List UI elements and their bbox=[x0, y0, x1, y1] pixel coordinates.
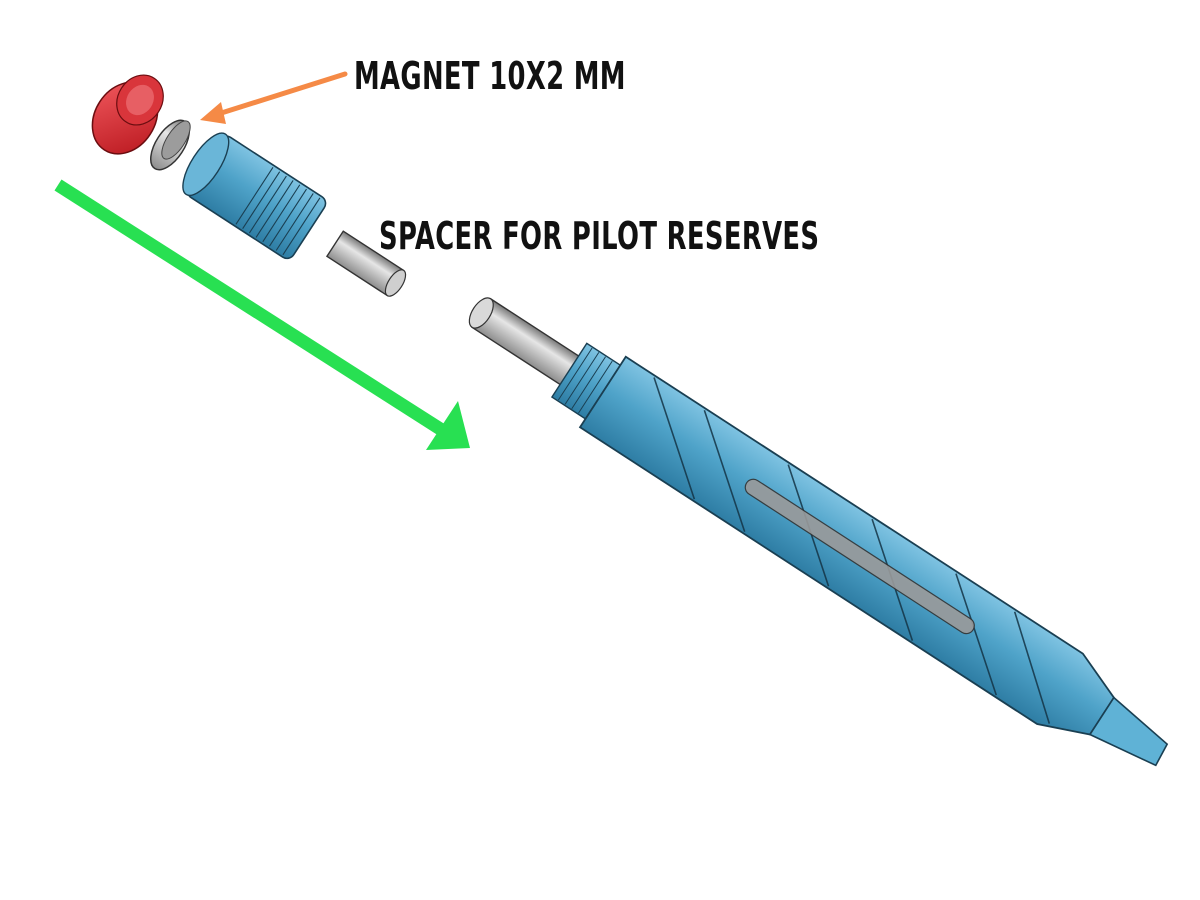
spacer-cylinder bbox=[325, 230, 407, 297]
orange-arrow bbox=[200, 71, 348, 124]
spacer-label: SPACER FOR PILOT RESERVES bbox=[379, 214, 820, 258]
green-arrow bbox=[54, 179, 470, 450]
pen-body bbox=[468, 297, 1169, 767]
magnet-disc bbox=[150, 119, 191, 171]
magnet-label: MAGNET 10X2 MM bbox=[354, 54, 626, 98]
blue-threaded-cap bbox=[182, 132, 327, 260]
red-cap bbox=[91, 74, 164, 155]
